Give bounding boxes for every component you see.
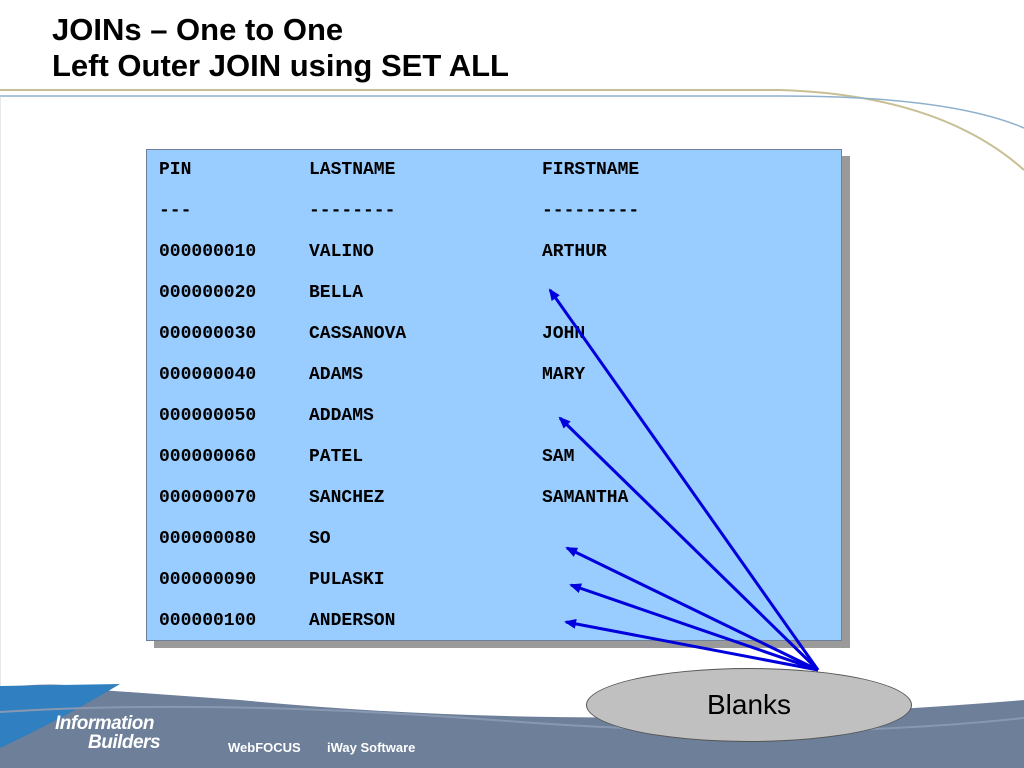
lastname-cell: SANCHEZ [309,488,385,508]
pin-cell: 000000070 [159,488,257,508]
header-firstname: FIRSTNAME [542,160,640,180]
pin-cell: 000000090 [159,570,257,590]
blank-arrow [565,546,819,672]
lastname-cell: ANDERSON [309,611,396,631]
footer-band [0,684,1024,768]
table-row: 000000020 BELLA [159,283,363,305]
separator-firstname: --------- [542,201,640,221]
table-row: 000000050 ADDAMS [159,406,374,428]
lastname-cell: BELLA [309,283,364,303]
separator-lastname: -------- [309,201,396,221]
lastname-cell: CASSANOVA [309,324,407,344]
pin-cell: 000000040 [159,365,257,385]
blank-arrow [569,583,819,672]
table-row: 000000040 ADAMS MARY [159,365,585,387]
pin-cell: 000000050 [159,406,257,426]
pin-cell: 000000060 [159,447,257,467]
separator-pin: --- [159,201,192,221]
blank-arrow [558,416,820,672]
pin-cell: 000000100 [159,611,257,631]
table-row: 000000030 CASSANOVA JOHN [159,324,585,346]
pin-cell: 000000020 [159,283,257,303]
information-builders-logo: Information Builders [55,713,161,753]
firstname-cell: JOHN [542,324,586,344]
table-row: 000000060 PATEL SAM [159,447,574,469]
pin-cell: 000000080 [159,529,257,549]
firstname-cell: ARTHUR [542,242,607,262]
blanks-label: Blanks [706,689,792,720]
separator-row: --- -------- --------- [159,201,639,223]
table-row: 000000010 VALINO ARTHUR [159,242,607,264]
lastname-cell: PATEL [309,447,364,467]
table-row: 000000070 SANCHEZ SAMANTHA [159,488,628,510]
lastname-cell: ADAMS [309,365,364,385]
pin-cell: 000000010 [159,242,257,262]
table-row: 000000080 SO [159,529,331,551]
lastname-cell: ADDAMS [309,406,374,426]
header-lastname: LASTNAME [309,160,396,180]
lastname-cell: VALINO [309,242,374,262]
product-iway-software: iWay Software [327,740,416,755]
table-row: 000000100 ANDERSON [159,611,395,633]
lastname-cell: SO [309,529,331,549]
firstname-cell: SAMANTHA [542,488,629,508]
firstname-cell: SAM [542,447,575,467]
lastname-cell: PULASKI [309,570,385,590]
table-row: 000000090 PULASKI [159,570,385,592]
slide-title: JOINs – One to One Left Outer JOIN using… [52,12,509,84]
blanks-callout: Blanks [586,668,912,742]
firstname-cell: MARY [542,365,586,385]
blank-arrow [548,288,820,671]
product-webfocus: WebFOCUS [228,740,301,755]
title-line-1: JOINs – One to One [52,12,344,47]
header-row: PIN LASTNAME FIRSTNAME [159,160,639,182]
header-pin: PIN [159,160,192,180]
pin-cell: 000000030 [159,324,257,344]
title-line-2: Left Outer JOIN using SET ALL [52,48,509,83]
report-table: PIN LASTNAME FIRSTNAME --- -------- ----… [146,149,842,641]
logo-line-1: Information [55,713,155,734]
logo-line-2: Builders [88,732,161,753]
blank-arrow [564,618,819,672]
